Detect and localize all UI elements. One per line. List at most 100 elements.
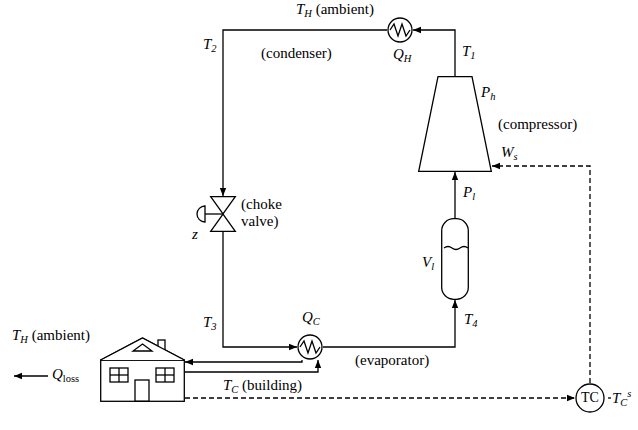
text-run: z	[192, 226, 198, 242]
stream-label: Pl	[462, 184, 476, 203]
text-run: l	[472, 191, 475, 202]
ambient-label: TH (ambient)	[12, 327, 90, 346]
house-part	[101, 338, 185, 360]
house-symbol	[100, 336, 185, 402]
heat-loss-arrow	[14, 375, 48, 376]
stream-label: T1	[461, 43, 477, 62]
house-part	[101, 338, 185, 360]
setpoint-line	[606, 397, 611, 398]
text-run: H	[404, 53, 412, 64]
equipment-label: Vl	[422, 254, 434, 273]
heat-duty: QC	[302, 309, 320, 328]
signal-label: TC (building)	[222, 377, 303, 396]
equipment-label: (choke valve)	[241, 196, 296, 231]
valve-symbol	[210, 196, 236, 232]
compressor-symbol	[418, 76, 492, 172]
process-line	[413, 30, 455, 76]
equipment-label: (evaporator)	[355, 352, 429, 369]
text-run: s	[627, 388, 631, 399]
text-run: H	[20, 334, 28, 345]
text-run: C	[231, 384, 238, 395]
text-run: T	[612, 390, 620, 406]
signal-line	[492, 166, 590, 383]
tank-part	[444, 247, 468, 250]
text-run: C	[620, 397, 627, 408]
text-run: Q	[393, 46, 404, 62]
tank-symbol	[441, 218, 469, 300]
text-run: T	[223, 377, 231, 393]
ambient-label: TH (ambient)	[296, 1, 374, 20]
compressor: (compressor)	[418, 76, 492, 172]
text-run: l	[431, 261, 434, 272]
valve-position: z	[192, 226, 198, 243]
signal-line	[185, 397, 575, 398]
valve-part	[211, 197, 236, 214]
valve-part	[205, 213, 223, 214]
temperature-controller: TC	[575, 383, 605, 413]
process-line	[185, 360, 302, 362]
text-run: P	[463, 184, 472, 200]
equipment-label: (condenser)	[261, 45, 332, 62]
controller-part	[576, 384, 604, 412]
house-part	[133, 344, 152, 351]
house-part	[156, 374, 174, 375]
building: Qloss	[100, 336, 185, 402]
text-run: H	[304, 8, 312, 19]
house-part	[101, 360, 185, 401]
text-run: T	[203, 36, 211, 52]
stream-label: T4	[463, 311, 479, 330]
setpoint-label: TCs	[612, 388, 631, 409]
controller-label: TC	[575, 383, 605, 413]
house-part	[110, 368, 128, 382]
stream-label: T3	[202, 314, 218, 333]
signal-label: Ws	[500, 144, 519, 163]
text-run: 1	[470, 50, 475, 61]
text-run: 4	[472, 318, 477, 329]
text-run: V	[422, 254, 431, 270]
text-run: 2	[211, 43, 216, 54]
process-line	[323, 300, 455, 347]
valve-part	[197, 206, 205, 222]
heat-exchanger-symbol	[387, 17, 413, 43]
process-line	[223, 232, 297, 347]
condenser: (condenser)	[387, 17, 413, 43]
text-run: h	[490, 91, 495, 102]
process-line	[454, 172, 455, 218]
text-run: W	[501, 144, 514, 160]
text-run: 3	[211, 321, 216, 332]
process-line	[185, 360, 318, 372]
heat-exchanger-part	[388, 18, 412, 42]
heat-duty: QH	[393, 46, 411, 65]
pressure-label: Ph	[481, 84, 495, 103]
text-run: s	[514, 151, 518, 162]
equipment-label: (compressor)	[498, 116, 577, 133]
heat-exchanger-part	[390, 24, 410, 36]
text-run: T	[296, 1, 304, 17]
house-part	[110, 374, 128, 375]
tank-part	[442, 219, 469, 300]
text-run: T	[464, 311, 472, 327]
liquid-tank: Vl	[441, 218, 469, 300]
house-part	[135, 380, 149, 401]
compressor-part	[419, 77, 492, 172]
text-run: loss	[63, 373, 79, 384]
text-run: T	[462, 43, 470, 59]
text-run: T	[12, 327, 20, 343]
text-run: Q	[302, 309, 313, 325]
heat-exchanger-part	[298, 335, 322, 359]
text-run: C	[313, 316, 320, 327]
text-run: Q	[52, 366, 63, 382]
process-line	[223, 30, 387, 196]
heat-exchanger-symbol	[297, 334, 323, 360]
heat-exchanger-part	[300, 341, 320, 353]
stream-label: T2	[202, 36, 218, 55]
equipment-label: Qloss	[52, 366, 79, 385]
text-run: T	[203, 314, 211, 330]
house-part	[101, 338, 185, 360]
valve-part	[211, 214, 236, 231]
choke-valve: (choke valve)	[210, 196, 236, 232]
text-run: P	[481, 84, 490, 100]
